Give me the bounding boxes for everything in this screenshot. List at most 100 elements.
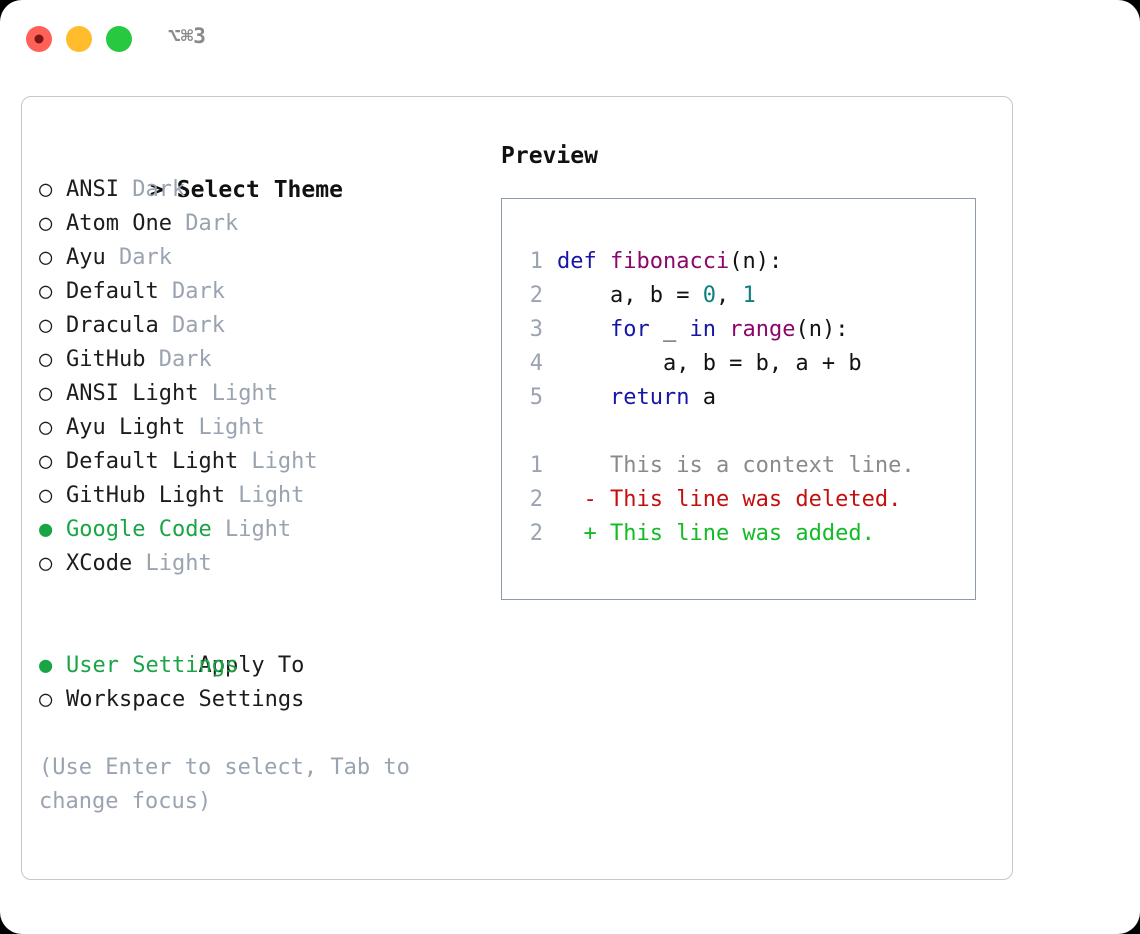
theme-option-name: Default — [66, 279, 159, 304]
radio-unselected-icon: ○ — [39, 449, 53, 474]
theme-option-variant: Light — [211, 517, 292, 542]
theme-option-xcode[interactable]: ○XCode Light — [39, 547, 479, 581]
theme-picker-column: >Select Theme ○ANSI Dark○Atom One Dark○A… — [39, 139, 479, 819]
diff-line-text: + This line was added. — [557, 521, 875, 546]
close-icon — [34, 34, 44, 44]
radio-unselected-icon: ○ — [39, 313, 53, 338]
theme-option-variant: Dark — [171, 211, 239, 236]
theme-option-variant: Light — [185, 415, 265, 440]
maximize-window-button[interactable] — [106, 26, 132, 52]
code-token: fibonacci — [610, 249, 730, 274]
apply-to-section: Apply To ● User Settings ○ Workspace Settin… — [39, 615, 479, 717]
theme-option-github-light[interactable]: ○ GitHub Light Light — [39, 479, 479, 513]
radio-selected-icon: ● — [39, 653, 53, 678]
theme-option-ansi-light[interactable]: ○ANSI Light Light — [39, 377, 479, 411]
code-token — [716, 317, 729, 342]
code-token: _ — [649, 317, 690, 342]
theme-option-list: ○ANSI Dark○Atom One Dark○Ayu Dark○Defaul… — [39, 173, 479, 581]
radio-unselected-icon: ○ — [39, 245, 53, 270]
radio-unselected-icon: ○ — [39, 347, 53, 372]
code-token: 0 — [702, 283, 716, 308]
code-line: 4 a, b = b, a + b — [502, 347, 975, 381]
theme-option-name: Atom One — [66, 211, 172, 236]
diff-line-add: 2 + This line was added. — [502, 517, 975, 551]
theme-option-variant: Light — [238, 449, 318, 474]
theme-option-variant: Light — [224, 483, 305, 508]
apply-to-header: Apply To — [39, 615, 479, 678]
theme-option-variant: Dark — [118, 177, 186, 202]
code-token: (n): — [795, 317, 849, 342]
code-token: def — [557, 249, 597, 274]
caret-icon: > — [149, 177, 164, 203]
radio-selected-icon: ● — [39, 517, 53, 542]
select-theme-header: >Select Theme — [39, 139, 479, 203]
radio-unselected-icon: ○ — [39, 177, 53, 202]
code-token: return — [609, 385, 690, 410]
diff-line-ctx: 1 This is a context line. — [502, 449, 975, 483]
diff-sample: 1 This is a context line.2 - This line w… — [502, 449, 975, 551]
theme-option-name: Dracula — [66, 313, 159, 338]
line-number: 2 — [529, 487, 543, 512]
radio-unselected-icon: ○ — [39, 415, 53, 440]
theme-option-name: Ayu Light — [66, 415, 186, 440]
apply-to-header-label: Apply To — [198, 653, 305, 678]
preview-title: Preview — [501, 143, 598, 169]
apply-to-option-workspace-settings[interactable]: ○ Workspace Settings — [39, 683, 479, 717]
code-diff-separator — [502, 415, 975, 449]
line-number: 4 — [529, 351, 543, 376]
theme-option-ayu-light[interactable]: ○ Ayu Light Light — [39, 411, 479, 445]
theme-option-default-light[interactable]: ○Default Light Light — [39, 445, 479, 479]
code-token: 1 — [742, 283, 756, 308]
line-number: 2 — [529, 283, 543, 308]
code-token: a, b = b, a + b — [557, 351, 862, 376]
radio-unselected-icon: ○ — [39, 211, 53, 236]
theme-option-name: Ayu — [66, 245, 106, 270]
theme-option-variant: Light — [132, 551, 212, 576]
radio-unselected-icon: ○ — [39, 381, 53, 406]
minimize-window-button[interactable] — [66, 26, 92, 52]
code-token — [557, 317, 610, 342]
close-window-button[interactable] — [26, 26, 52, 52]
theme-option-atom-one[interactable]: ○ Atom One Dark — [39, 207, 479, 241]
radio-unselected-icon: ○ — [39, 279, 53, 304]
code-token: in — [689, 317, 716, 342]
keyboard-shortcut-label: ⌥⌘3 — [168, 24, 206, 48]
theme-option-github[interactable]: ○GitHub Dark — [39, 343, 479, 377]
apply-to-option-list: ● User Settings ○ Workspace Settings — [39, 649, 479, 717]
code-token — [597, 249, 610, 274]
line-number: 1 — [529, 249, 543, 274]
diff-line-del: 2 - This line was deleted. — [502, 483, 975, 517]
diff-line-text: - This line was deleted. — [557, 487, 902, 512]
code-token: , — [715, 283, 743, 308]
code-token: a, b = — [557, 283, 703, 308]
theme-option-variant: Dark — [158, 313, 225, 338]
theme-option-dracula[interactable]: ○ Dracula Dark — [39, 309, 479, 343]
code-token: for — [609, 317, 650, 342]
apply-to-option-user-settings[interactable]: ● User Settings — [39, 649, 479, 683]
theme-option-name: ANSI Light — [66, 381, 199, 406]
code-token — [557, 385, 610, 410]
theme-option-google-code[interactable]: ● Google Code Light — [39, 513, 479, 547]
radio-unselected-icon: ○ — [39, 687, 53, 712]
theme-option-default[interactable]: ○ Default Dark — [39, 275, 479, 309]
code-line: 5 return a — [502, 381, 975, 415]
radio-unselected-icon: ○ — [39, 483, 53, 508]
apply-to-option-name: User Settings — [66, 653, 239, 678]
diff-line-text: This is a context line. — [557, 453, 915, 478]
code-token: (n): — [729, 249, 783, 274]
theme-option-name: GitHub Light — [66, 483, 225, 508]
code-token: range — [729, 317, 796, 342]
line-number: 5 — [529, 385, 543, 410]
theme-option-ansi[interactable]: ○ ANSI Dark — [39, 173, 479, 207]
theme-option-variant: Dark — [158, 279, 225, 304]
theme-option-name: Google Code — [66, 517, 212, 542]
apply-to-option-name: Workspace Settings — [66, 687, 305, 712]
radio-unselected-icon: ○ — [39, 551, 53, 576]
theme-option-ayu[interactable]: ○Ayu Dark — [39, 241, 479, 275]
theme-option-name: ANSI — [66, 177, 119, 202]
line-number: 2 — [529, 521, 543, 546]
code-line: 2 a, b = 0, 1 — [502, 279, 975, 313]
theme-option-variant: Dark — [145, 347, 212, 372]
settings-panel: >Select Theme ○ANSI Dark○Atom One Dark○A… — [21, 96, 1013, 880]
